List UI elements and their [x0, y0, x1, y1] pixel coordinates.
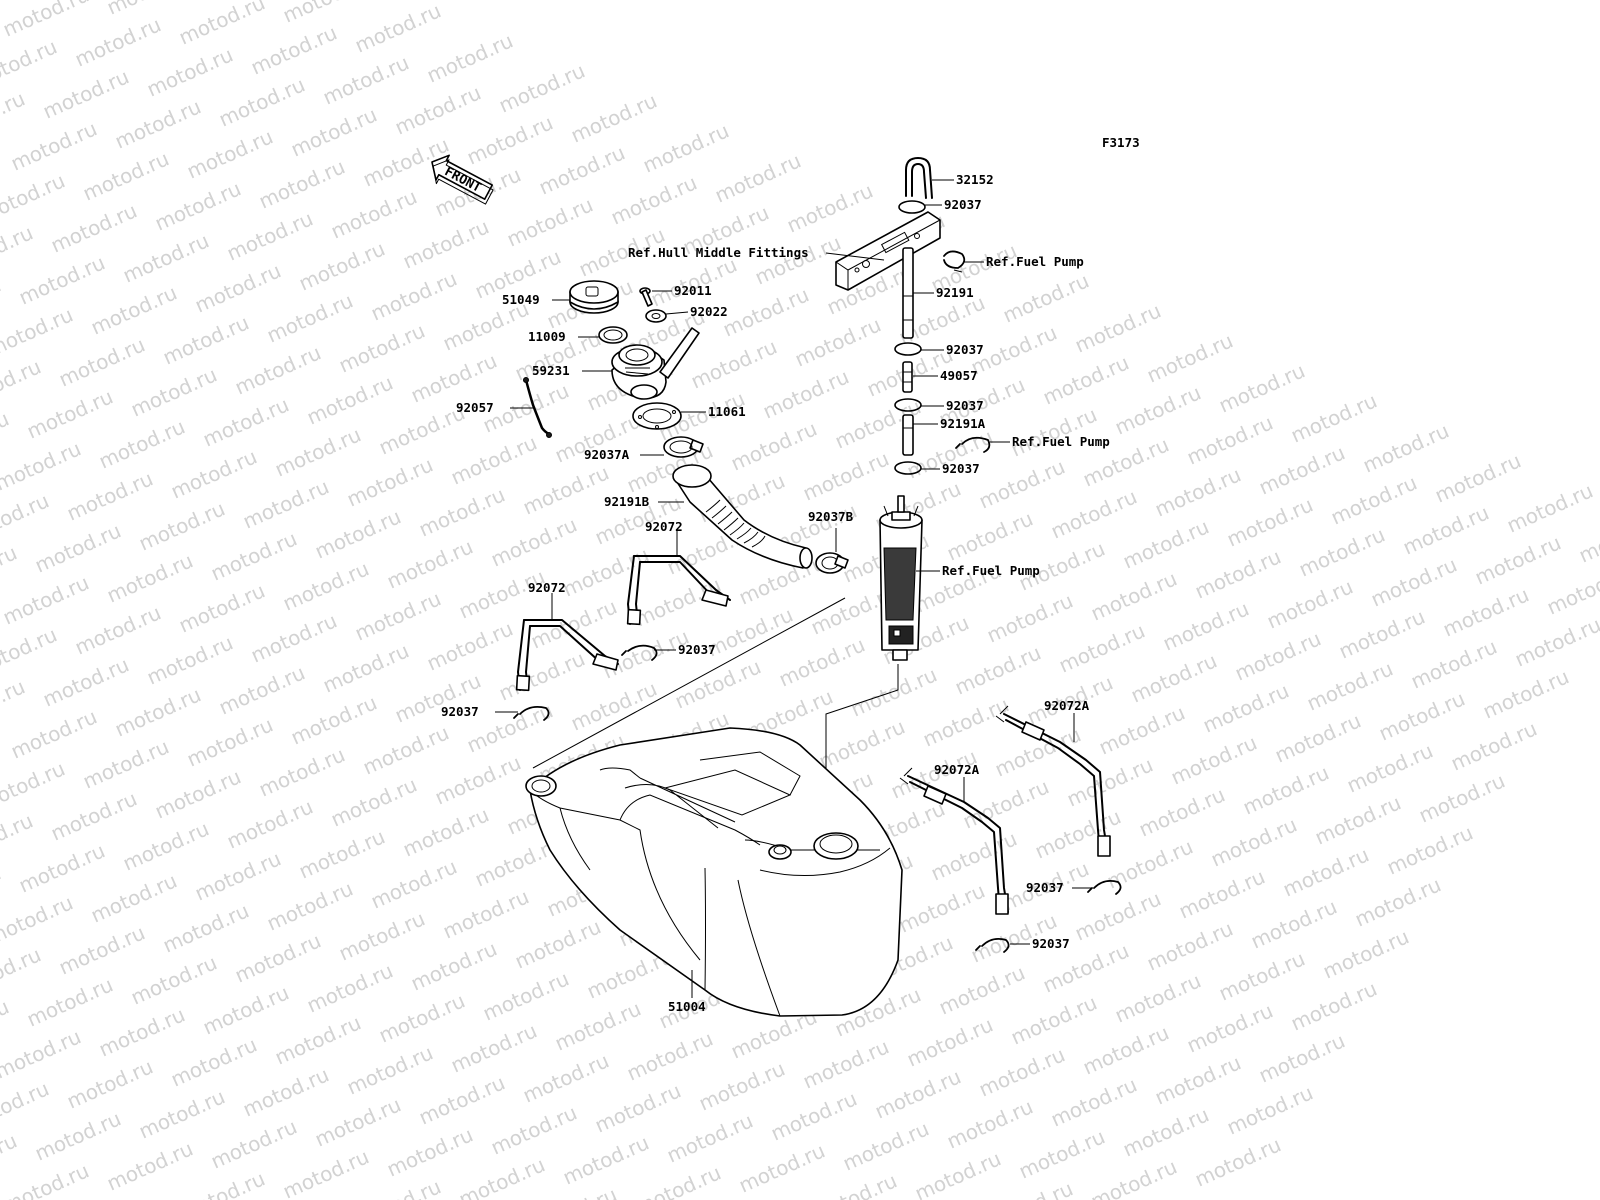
fuel-tank: [525, 727, 903, 1017]
ref-fuel-pump-3: Ref.Fuel Pump: [942, 563, 1040, 578]
label-92022: 92022: [690, 304, 728, 319]
label-92072A-right: 92072A: [1044, 698, 1090, 713]
label-92011: 92011: [674, 283, 712, 298]
band-clip-left: [975, 937, 1010, 953]
label-92037A: 92037A: [584, 447, 630, 462]
fuel-pump-unit: [879, 495, 923, 661]
tank-band-a-right: [995, 705, 1111, 857]
label-11061: 11061: [708, 404, 746, 419]
washer: [645, 309, 667, 323]
label-51004: 51004: [668, 999, 706, 1014]
filler-hose: [672, 464, 813, 569]
hose-clip-3: [894, 398, 922, 412]
label-92037-left-band: 92037: [1032, 936, 1070, 951]
vent-hose-long: [902, 247, 914, 339]
label-11009: 11009: [528, 329, 566, 344]
hose-clip-4: [894, 461, 922, 475]
front-arrow-icon: FRONT: [431, 154, 494, 205]
filler-neck: [611, 327, 700, 400]
bolt: [639, 287, 653, 307]
ref-fuel-pump-1: Ref.Fuel Pump: [986, 254, 1084, 269]
label-92037-band-lower: 92037: [441, 704, 479, 719]
band-clip-right: [1087, 879, 1122, 895]
label-92037-3: 92037: [946, 398, 984, 413]
ref-hull-middle-fittings: Ref.Hull Middle Fittings: [628, 245, 809, 260]
tank-band-upper: [626, 555, 731, 626]
ref-fuel-pump-2: Ref.Fuel Pump: [1012, 434, 1110, 449]
label-92072-lower: 92072: [528, 580, 566, 595]
label-92191B: 92191B: [604, 494, 650, 509]
label-92072-upper: 92072: [645, 519, 683, 534]
band-clip-lower: [513, 705, 550, 721]
label-32152: 32152: [956, 172, 994, 187]
label-92037-1: 92037: [944, 197, 982, 212]
pump-clip-2: [955, 436, 991, 453]
label-92057: 92057: [456, 400, 494, 415]
tank-band-lower: [515, 619, 619, 692]
hull-fitting-bracket: [835, 211, 941, 291]
label-92037-4: 92037: [942, 461, 980, 476]
tank-band-a-left: [899, 767, 1009, 915]
gasket: [632, 402, 682, 430]
label-49057: 49057: [940, 368, 978, 383]
band-clip-upper: [621, 644, 658, 661]
label-92072A-left: 92072A: [934, 762, 980, 777]
hose-clip-2: [894, 342, 922, 356]
figure-code: F3173: [1102, 135, 1140, 150]
leader-pump-to-tank: [825, 664, 899, 812]
pump-clip-1: [943, 250, 966, 273]
vent-hose: [905, 157, 933, 199]
label-51049: 51049: [502, 292, 540, 307]
label-92037-2: 92037: [946, 342, 984, 357]
hose-clip-1: [898, 200, 926, 214]
hose-clamp-b: [815, 552, 849, 574]
label-92191: 92191: [936, 285, 974, 300]
label-92037-right-band: 92037: [1026, 880, 1064, 895]
label-92037-band-upper: 92037: [678, 642, 716, 657]
leader-filler-to-tank: [532, 597, 846, 769]
vent-hose-short: [902, 414, 914, 456]
hose-clamp-a: [663, 436, 704, 458]
o-ring: [598, 326, 628, 344]
label-92191A: 92191A: [940, 416, 986, 431]
label-92037B: 92037B: [808, 509, 854, 524]
joint-pipe: [902, 361, 913, 393]
fuel-cap: [569, 280, 619, 314]
label-59231: 59231: [532, 363, 570, 378]
tether-cord: [523, 377, 552, 438]
